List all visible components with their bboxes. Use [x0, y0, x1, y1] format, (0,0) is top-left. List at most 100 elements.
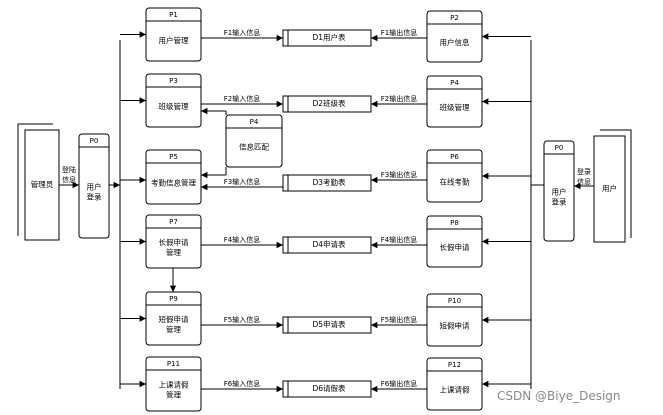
process-name: 管理: [166, 390, 181, 400]
arrow-head: [201, 107, 208, 115]
flow-label: F1输入信息: [224, 28, 260, 37]
data-store-label: D4申请表: [312, 239, 346, 249]
process-name: 登录: [87, 192, 102, 202]
arrow-head: [482, 33, 489, 40]
process-name: 上课请假: [159, 380, 189, 390]
arrow-head: [371, 176, 378, 184]
arrow-head: [276, 34, 283, 42]
arrow-head: [371, 385, 378, 393]
flow-label: F1输出信息: [381, 28, 417, 37]
process-name: 考勤信息管理: [151, 178, 196, 188]
process-name: 登录: [552, 197, 567, 207]
data-store-label: D2班级表: [312, 98, 346, 108]
entity-label: 管理员: [31, 179, 54, 189]
external-entity-admin: 管理员: [17, 123, 60, 241]
flow-label: F2输出信息: [381, 94, 417, 103]
arrow-head: [574, 182, 581, 190]
data-store-d5: D5申请表: [282, 316, 372, 334]
flow-label: 信息: [62, 175, 76, 184]
data-store-d2: D2班级表: [282, 95, 372, 113]
process-id: P9: [169, 295, 178, 303]
arrow-head: [139, 97, 146, 104]
process-name: 管理: [166, 324, 181, 334]
process-id: P2: [450, 14, 459, 22]
process-id: P4: [450, 79, 459, 87]
data-store-d3: D3考勤表: [282, 174, 372, 192]
process-p1: P1 用户管理: [145, 7, 202, 62]
process-name: 短假申请: [159, 314, 189, 324]
arrow-head: [371, 34, 378, 42]
external-entity-user: 用户: [593, 129, 632, 243]
entity-label: 用户: [602, 183, 617, 193]
flow-label: 信息: [577, 177, 591, 186]
process-id: P1: [169, 11, 178, 19]
flow-label: F6输出信息: [381, 379, 417, 388]
process-p8: P8 长假申请: [426, 215, 483, 268]
process-name: 上课请假: [440, 385, 470, 395]
process-id: P3: [169, 77, 178, 85]
process-name: 长假申请: [159, 237, 189, 247]
arrow-head: [276, 100, 283, 108]
process-name: 用户管理: [159, 35, 189, 45]
flow-label: F3输出信息: [381, 170, 417, 179]
process-name: 用户: [552, 187, 567, 197]
arrow-head: [482, 238, 489, 245]
process-name: 长假申请: [440, 242, 470, 252]
process-id: P8: [450, 219, 459, 227]
data-store-d1: D1用户表: [282, 29, 372, 47]
data-store-d6: D6请假表: [282, 380, 372, 398]
arrow-head: [169, 285, 177, 292]
arrow-head: [139, 176, 146, 184]
arrow-head: [113, 181, 120, 189]
process-name: 在线考勤: [440, 177, 470, 187]
process-name: 短假申请: [440, 321, 470, 331]
arrow-head: [371, 321, 378, 329]
arrow-head: [139, 315, 146, 322]
process-name: 管理: [166, 247, 181, 257]
arrow-head: [276, 385, 283, 393]
process-id: P5: [169, 153, 178, 161]
process-name: 用户: [87, 182, 102, 192]
flow-label: F3输入信息: [224, 177, 260, 186]
watermark: CSDN @Biye_Design: [497, 389, 621, 403]
process-p5: P5 考勤信息管理: [145, 149, 202, 205]
process-p4: P4 班级管理: [426, 75, 483, 128]
arrow-head: [139, 31, 146, 38]
arrow-head: [482, 380, 489, 388]
flow-label: F5输出信息: [381, 315, 417, 324]
process-name: 班级管理: [159, 101, 189, 111]
process-id: P10: [448, 297, 461, 305]
arrow-head: [371, 241, 378, 249]
arrow-head: [276, 321, 283, 329]
process-name: 班级管理: [440, 102, 470, 112]
flow-label: F2输入信息: [224, 94, 260, 103]
data-store-label: D5申请表: [312, 319, 346, 329]
flow-label: 登陆: [62, 165, 76, 174]
data-store-label: D6请假表: [312, 383, 346, 393]
process-id: P11: [167, 360, 180, 368]
arrow-head: [482, 316, 489, 324]
process-id: P7: [169, 218, 178, 226]
arrow-head: [201, 171, 208, 179]
data-store-d4: D4申请表: [282, 236, 372, 254]
arrow-head: [276, 241, 283, 249]
arrow-head: [371, 100, 378, 108]
process-name: 信息匹配: [239, 142, 269, 152]
arrow-head: [482, 172, 489, 180]
data-store-label: D3考勤表: [312, 177, 346, 187]
flow-label: F6输入信息: [224, 379, 260, 388]
process-id: P4: [250, 118, 259, 126]
process-name: 用户信息: [440, 37, 470, 47]
arrow-head: [482, 98, 489, 105]
data-store-label: D1用户表: [312, 32, 346, 42]
process-p2: P2 用户信息: [426, 10, 483, 63]
